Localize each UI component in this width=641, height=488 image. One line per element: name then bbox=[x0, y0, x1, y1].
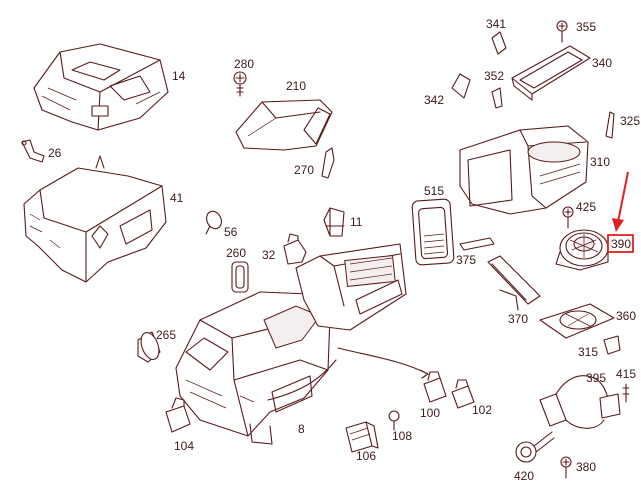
label-515: 515 bbox=[424, 184, 445, 198]
part-270-clip bbox=[321, 147, 335, 179]
part-280-screw bbox=[233, 71, 247, 97]
part-342-bracket bbox=[451, 73, 471, 99]
part-325-clip bbox=[605, 111, 615, 139]
label-32: 32 bbox=[262, 248, 276, 262]
label-26: 26 bbox=[48, 146, 62, 160]
part-108-plug bbox=[388, 410, 400, 431]
part-14-housing-cover bbox=[33, 43, 169, 131]
label-355: 355 bbox=[576, 20, 597, 34]
part-260-seal bbox=[231, 261, 249, 293]
label-56: 56 bbox=[224, 225, 238, 239]
label-260: 260 bbox=[226, 246, 247, 260]
part-370-linkage bbox=[487, 255, 541, 311]
label-11: 11 bbox=[350, 215, 363, 229]
part-11-bracket bbox=[323, 207, 345, 237]
part-352-clip bbox=[491, 87, 503, 109]
label-14: 14 bbox=[172, 69, 186, 83]
part-41-lower-housing bbox=[23, 155, 167, 283]
label-390: 390 bbox=[611, 237, 632, 251]
part-360-plate bbox=[539, 303, 615, 339]
part-32-connector bbox=[283, 233, 307, 265]
label-340: 340 bbox=[592, 56, 613, 70]
label-108: 108 bbox=[392, 429, 413, 443]
part-210-air-duct bbox=[235, 99, 333, 151]
label-375: 375 bbox=[456, 253, 477, 267]
part-106-module bbox=[345, 421, 379, 453]
part-26-bracket bbox=[21, 139, 45, 163]
part-515-cabin-filter bbox=[411, 198, 455, 266]
part-104-connector bbox=[165, 397, 191, 433]
part-340-filter-frame bbox=[511, 45, 591, 101]
label-310: 310 bbox=[590, 155, 611, 169]
label-352: 352 bbox=[484, 69, 505, 83]
label-41: 41 bbox=[170, 191, 184, 205]
label-315: 315 bbox=[578, 345, 599, 359]
part-102-connector bbox=[451, 379, 475, 409]
part-420-tool bbox=[515, 431, 555, 463]
highlight-arrow bbox=[612, 171, 629, 232]
label-395: 395 bbox=[586, 371, 607, 385]
label-341: 341 bbox=[486, 17, 507, 31]
part-8-hvac-main-unit bbox=[175, 291, 331, 445]
part-315-clip bbox=[603, 335, 621, 355]
part-375-lever bbox=[459, 237, 495, 251]
label-325: 325 bbox=[620, 114, 641, 128]
part-425-screw bbox=[562, 206, 574, 229]
part-390-blower-motor bbox=[555, 229, 609, 271]
label-265: 265 bbox=[156, 328, 177, 342]
part-415-screw bbox=[622, 383, 630, 403]
label-100: 100 bbox=[420, 406, 441, 420]
part-310-blower-housing bbox=[459, 125, 589, 215]
label-342: 342 bbox=[424, 93, 445, 107]
part-355-screw bbox=[556, 20, 568, 43]
label-102: 102 bbox=[472, 403, 493, 417]
label-280: 280 bbox=[234, 57, 255, 71]
label-425: 425 bbox=[576, 200, 597, 214]
label-370: 370 bbox=[508, 312, 529, 326]
part-100-connector bbox=[423, 371, 447, 403]
label-415: 415 bbox=[616, 367, 637, 381]
part-380-screw bbox=[560, 456, 572, 479]
label-104: 104 bbox=[174, 439, 195, 453]
part-56-knob bbox=[205, 210, 222, 235]
highlight-box bbox=[607, 234, 634, 253]
label-210: 210 bbox=[286, 79, 307, 93]
label-270: 270 bbox=[294, 163, 315, 177]
connector-arrows bbox=[267, 347, 429, 401]
label-420: 420 bbox=[514, 469, 535, 483]
part-395-wiring-harness bbox=[539, 375, 621, 429]
label-106: 106 bbox=[356, 449, 377, 463]
part-evaporator-housing bbox=[295, 243, 407, 331]
part-265-foam-block bbox=[137, 331, 161, 363]
label-380: 380 bbox=[576, 460, 597, 474]
label-360: 360 bbox=[616, 309, 637, 323]
part-341-clip bbox=[491, 31, 507, 55]
label-8: 8 bbox=[298, 422, 305, 436]
